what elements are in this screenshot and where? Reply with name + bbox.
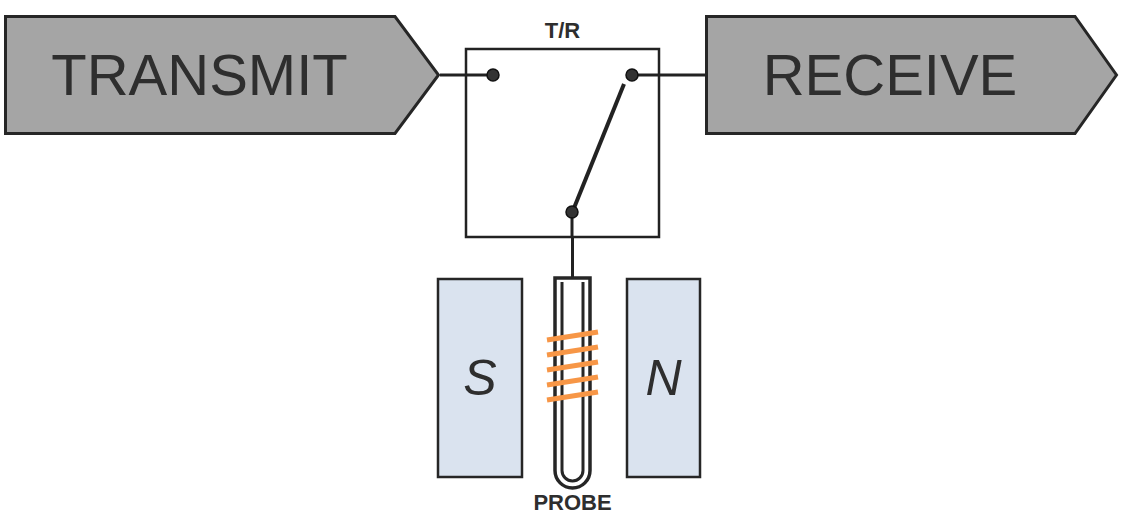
switch-ground — [466, 49, 659, 237]
magnet-body — [438, 279, 522, 477]
probe-tube-outline — [553, 278, 592, 490]
arrow-shape — [6, 17, 439, 134]
terminal-dot — [566, 206, 578, 218]
transmit-block: TRANSMIT — [4, 15, 440, 135]
receive-block: RECEIVE — [705, 15, 1118, 135]
magnet-pole: N — [626, 278, 701, 478]
coil-winding — [547, 392, 598, 400]
part-label: T/R — [545, 20, 580, 42]
magnet-body — [627, 279, 700, 477]
terminal-dot — [626, 69, 638, 81]
switch-box: T/R — [465, 48, 660, 238]
coil-winding — [547, 362, 598, 370]
probe-tube: PROBE — [553, 278, 592, 490]
coil-winding — [547, 377, 598, 385]
coil-winding — [547, 347, 598, 355]
block-label: TRANSMIT — [51, 46, 347, 104]
switch-box-outline — [465, 48, 660, 238]
coil-winding — [547, 332, 598, 340]
block-label: S — [463, 353, 496, 403]
signal-wire — [571, 238, 574, 278]
switch-blade — [574, 84, 624, 208]
arrow-shape — [707, 17, 1117, 134]
signal-wire — [660, 74, 705, 77]
block-label: N — [645, 353, 681, 403]
signal-wire — [440, 74, 465, 77]
terminal-dot — [487, 69, 499, 81]
box-border — [466, 49, 659, 237]
block-label: RECEIVE — [763, 46, 1018, 104]
magnet-pole: S — [437, 278, 523, 478]
part-label: PROBE — [533, 492, 611, 514]
